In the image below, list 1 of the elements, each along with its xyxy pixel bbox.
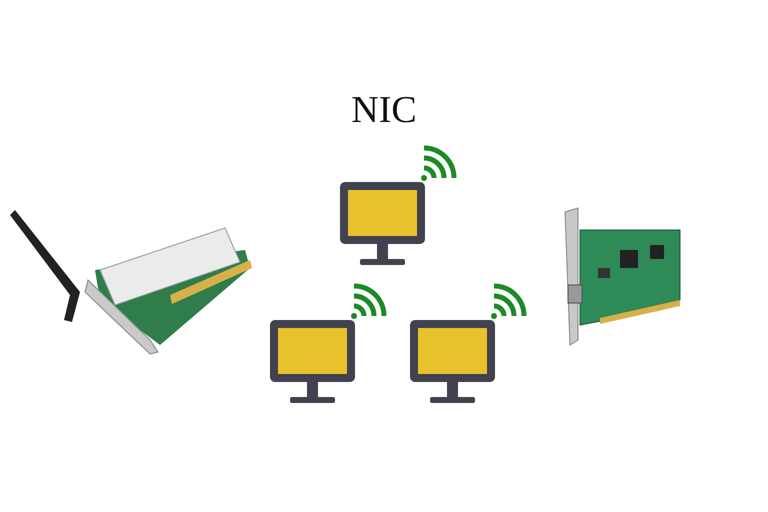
diagram-title: NIC: [351, 88, 417, 132]
